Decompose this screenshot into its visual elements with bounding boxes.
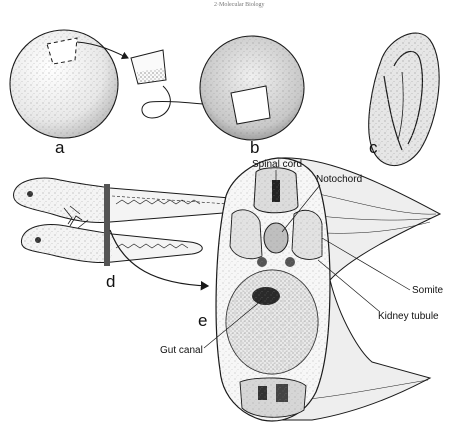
excision-arrow: [76, 41, 129, 60]
panel-label-b: b: [250, 138, 259, 157]
callout-kidney-tubule: Kidney tubule: [317, 259, 439, 322]
panel-d-conjoined-larvae: [13, 177, 247, 266]
svg-text:Notochord: Notochord: [316, 174, 362, 185]
svg-text:Kidney tubule: Kidney tubule: [378, 311, 439, 322]
panel-label-c: c: [369, 138, 378, 157]
panel-label-e: e: [198, 311, 207, 330]
panel-c-neurula: [368, 32, 440, 167]
panel-b-host-embryo: [199, 35, 305, 141]
section-arrow: [109, 229, 210, 291]
callout-gut-canal: Gut canal: [160, 299, 263, 356]
panel-label-d: d: [106, 272, 115, 291]
panel-e-cross-section: [215, 157, 442, 422]
svg-text:Spinal cord: Spinal cord: [252, 159, 302, 170]
callout-spinal-cord: Spinal cord: [252, 159, 302, 182]
callout-notochord: Notochord: [281, 174, 362, 233]
panel-label-a: a: [55, 138, 65, 157]
excised-tissue-fragment: [130, 49, 167, 85]
panel-a-gastrula: [9, 29, 119, 139]
callout-somite: Somite: [321, 237, 444, 296]
header-fragment: 2·Molecular Biology: [214, 2, 265, 8]
svg-text:Gut canal: Gut canal: [160, 345, 203, 356]
svg-text:Somite: Somite: [412, 285, 444, 296]
transplant-arrow: [141, 85, 227, 119]
